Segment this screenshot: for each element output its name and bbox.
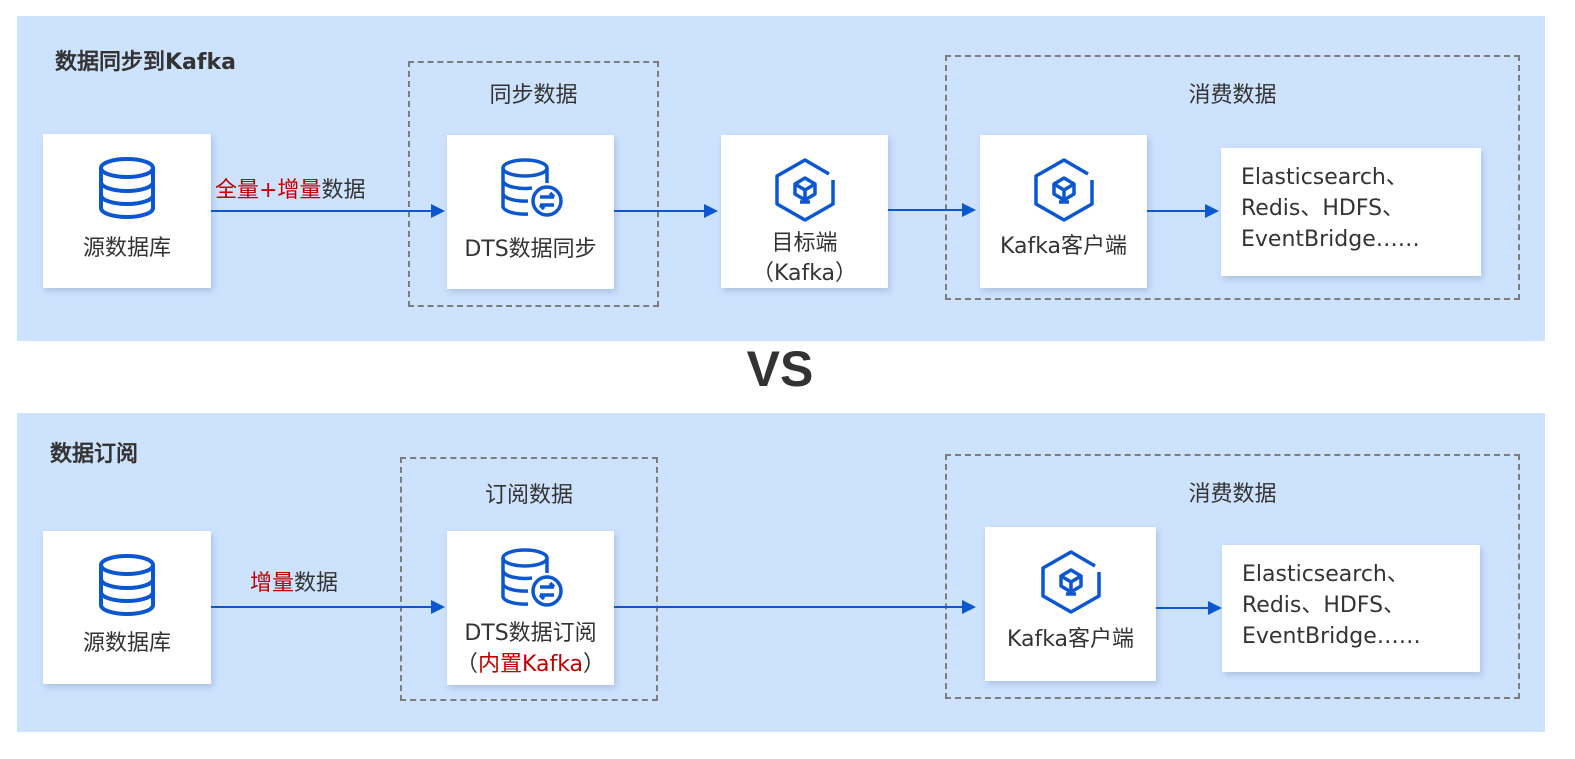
source-database-node[interactable]: 源数据库 [43,134,211,288]
node-label: 源数据库 [82,236,171,261]
arrow-client-to-storage [1156,601,1222,615]
storage-list: Elasticsearch、 Redis、HDFS、 EventBridge…… [1242,559,1421,652]
group-label: 同步数据 [489,83,578,108]
subscribe-data-group: 订阅数据 [400,457,658,701]
kafka-cube-icon [1033,158,1094,222]
vs-label: VS [746,341,814,397]
database-icon [99,554,155,616]
arrow-dts-to-client [614,600,976,614]
database-sync-icon [500,548,563,607]
kafka-client-node[interactable]: Kafka客户端 [985,527,1156,681]
edge-label-incremental: 增量数据 [250,565,338,597]
storage-list: Elasticsearch、 Redis、HDFS、 EventBridge…… [1241,162,1420,255]
arrow-source-to-dts [211,204,445,218]
kafka-client-node[interactable]: Kafka客户端 [980,135,1147,288]
storage-item: Elasticsearch、 [1241,165,1408,190]
database-sync-icon [500,158,563,217]
dts-sync-node[interactable]: DTS数据同步 [447,135,614,289]
storage-item: Redis、HDFS、 [1242,593,1406,618]
paren-close: ） [583,652,606,677]
kafka-cube-icon [774,158,835,222]
downstream-storage-node[interactable]: Elasticsearch、 Redis、HDFS、 EventBridge…… [1222,545,1480,672]
node-label-line1: 目标端 [771,231,838,256]
storage-item: Redis、HDFS、 [1241,196,1405,221]
node-label: 源数据库 [82,631,171,656]
group-label: 订阅数据 [484,483,573,508]
sync-data-group: 同步数据 [408,61,659,307]
target-kafka-node[interactable]: 目标端 （Kafka） [721,135,888,288]
storage-item: EventBridge…… [1241,227,1420,252]
consume-data-group: 消费数据 [945,55,1520,300]
edge-label-highlight: 全量+增量 [215,178,322,203]
node-label: DTS数据同步 [464,237,597,262]
panel-title: 数据订阅 [50,442,139,467]
builtin-kafka-highlight: 内置Kafka [477,652,584,677]
group-label: 消费数据 [1188,482,1277,507]
node-label: Kafka客户端 [1006,627,1135,652]
consume-data-group: 消费数据 [945,454,1520,699]
database-icon [99,157,155,219]
downstream-storage-node[interactable]: Elasticsearch、 Redis、HDFS、 EventBridge…… [1221,148,1481,276]
source-database-node[interactable]: 源数据库 [43,531,211,684]
arrow-client-to-storage [1147,204,1219,218]
paren-open: （ [455,652,478,677]
arrow-dts-to-target [614,204,718,218]
dts-subscribe-node[interactable]: DTS数据订阅 （内置Kafka） [447,531,614,685]
kafka-cube-icon [1040,550,1101,614]
storage-item: EventBridge…… [1242,624,1421,649]
node-label-line1: DTS数据订阅 [464,621,597,646]
edge-label-full-incremental: 全量+增量数据 [215,172,365,204]
arrow-target-to-client [888,203,976,217]
arrow-source-to-dts [211,600,445,614]
group-label: 消费数据 [1188,83,1277,108]
node-label: Kafka客户端 [999,234,1128,259]
node-label-line2: （内置Kafka） [447,650,614,680]
node-label-line2: （Kafka） [751,261,858,286]
panel-title: 数据同步到Kafka [55,50,236,75]
storage-item: Elasticsearch、 [1242,562,1409,587]
edge-label-rest: 数据 [321,178,366,203]
edge-label-rest: 数据 [294,571,339,596]
edge-label-highlight: 增量 [250,571,295,596]
